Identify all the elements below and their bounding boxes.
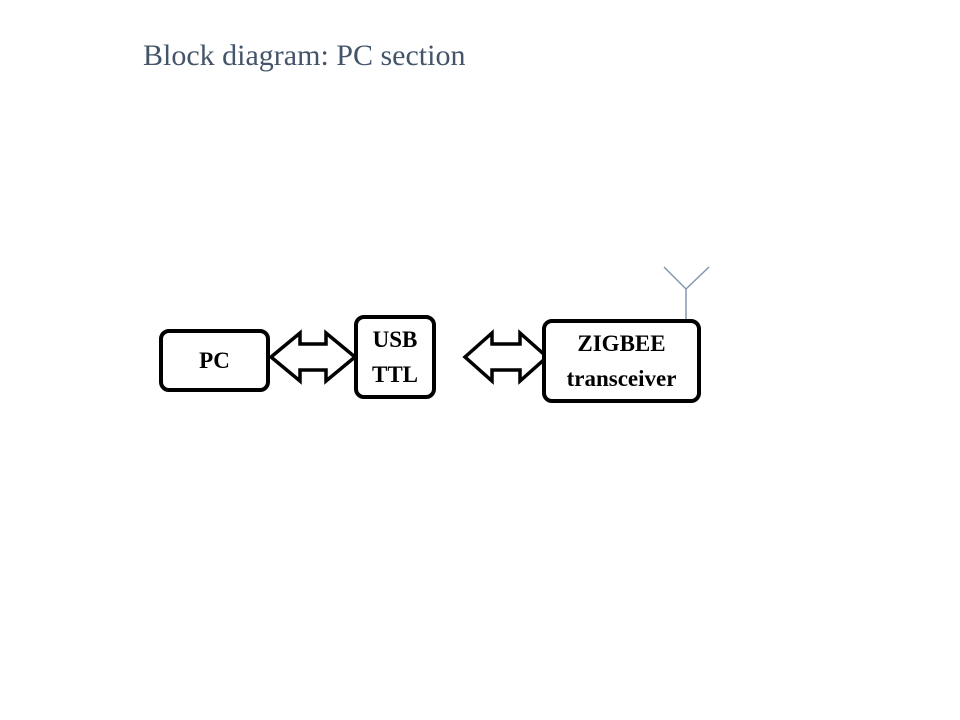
- double-arrow-icon: [462, 329, 550, 385]
- pc-label: PC: [199, 348, 230, 373]
- usb-ttl-label-line1: USB: [372, 327, 418, 352]
- double-arrow-icon: [268, 329, 358, 385]
- pc-block: PC: [159, 329, 270, 392]
- zigbee-transceiver-block: ZIGBEE transceiver: [542, 319, 701, 403]
- usb-ttl-block: USB TTL: [354, 315, 436, 399]
- zigbee-label-line2: transceiver: [566, 366, 677, 391]
- zigbee-label-line1: ZIGBEE: [577, 331, 666, 356]
- usb-ttl-label-line2: TTL: [371, 362, 419, 387]
- antenna-icon: [663, 266, 710, 319]
- page-title: Block diagram: PC section: [143, 39, 466, 72]
